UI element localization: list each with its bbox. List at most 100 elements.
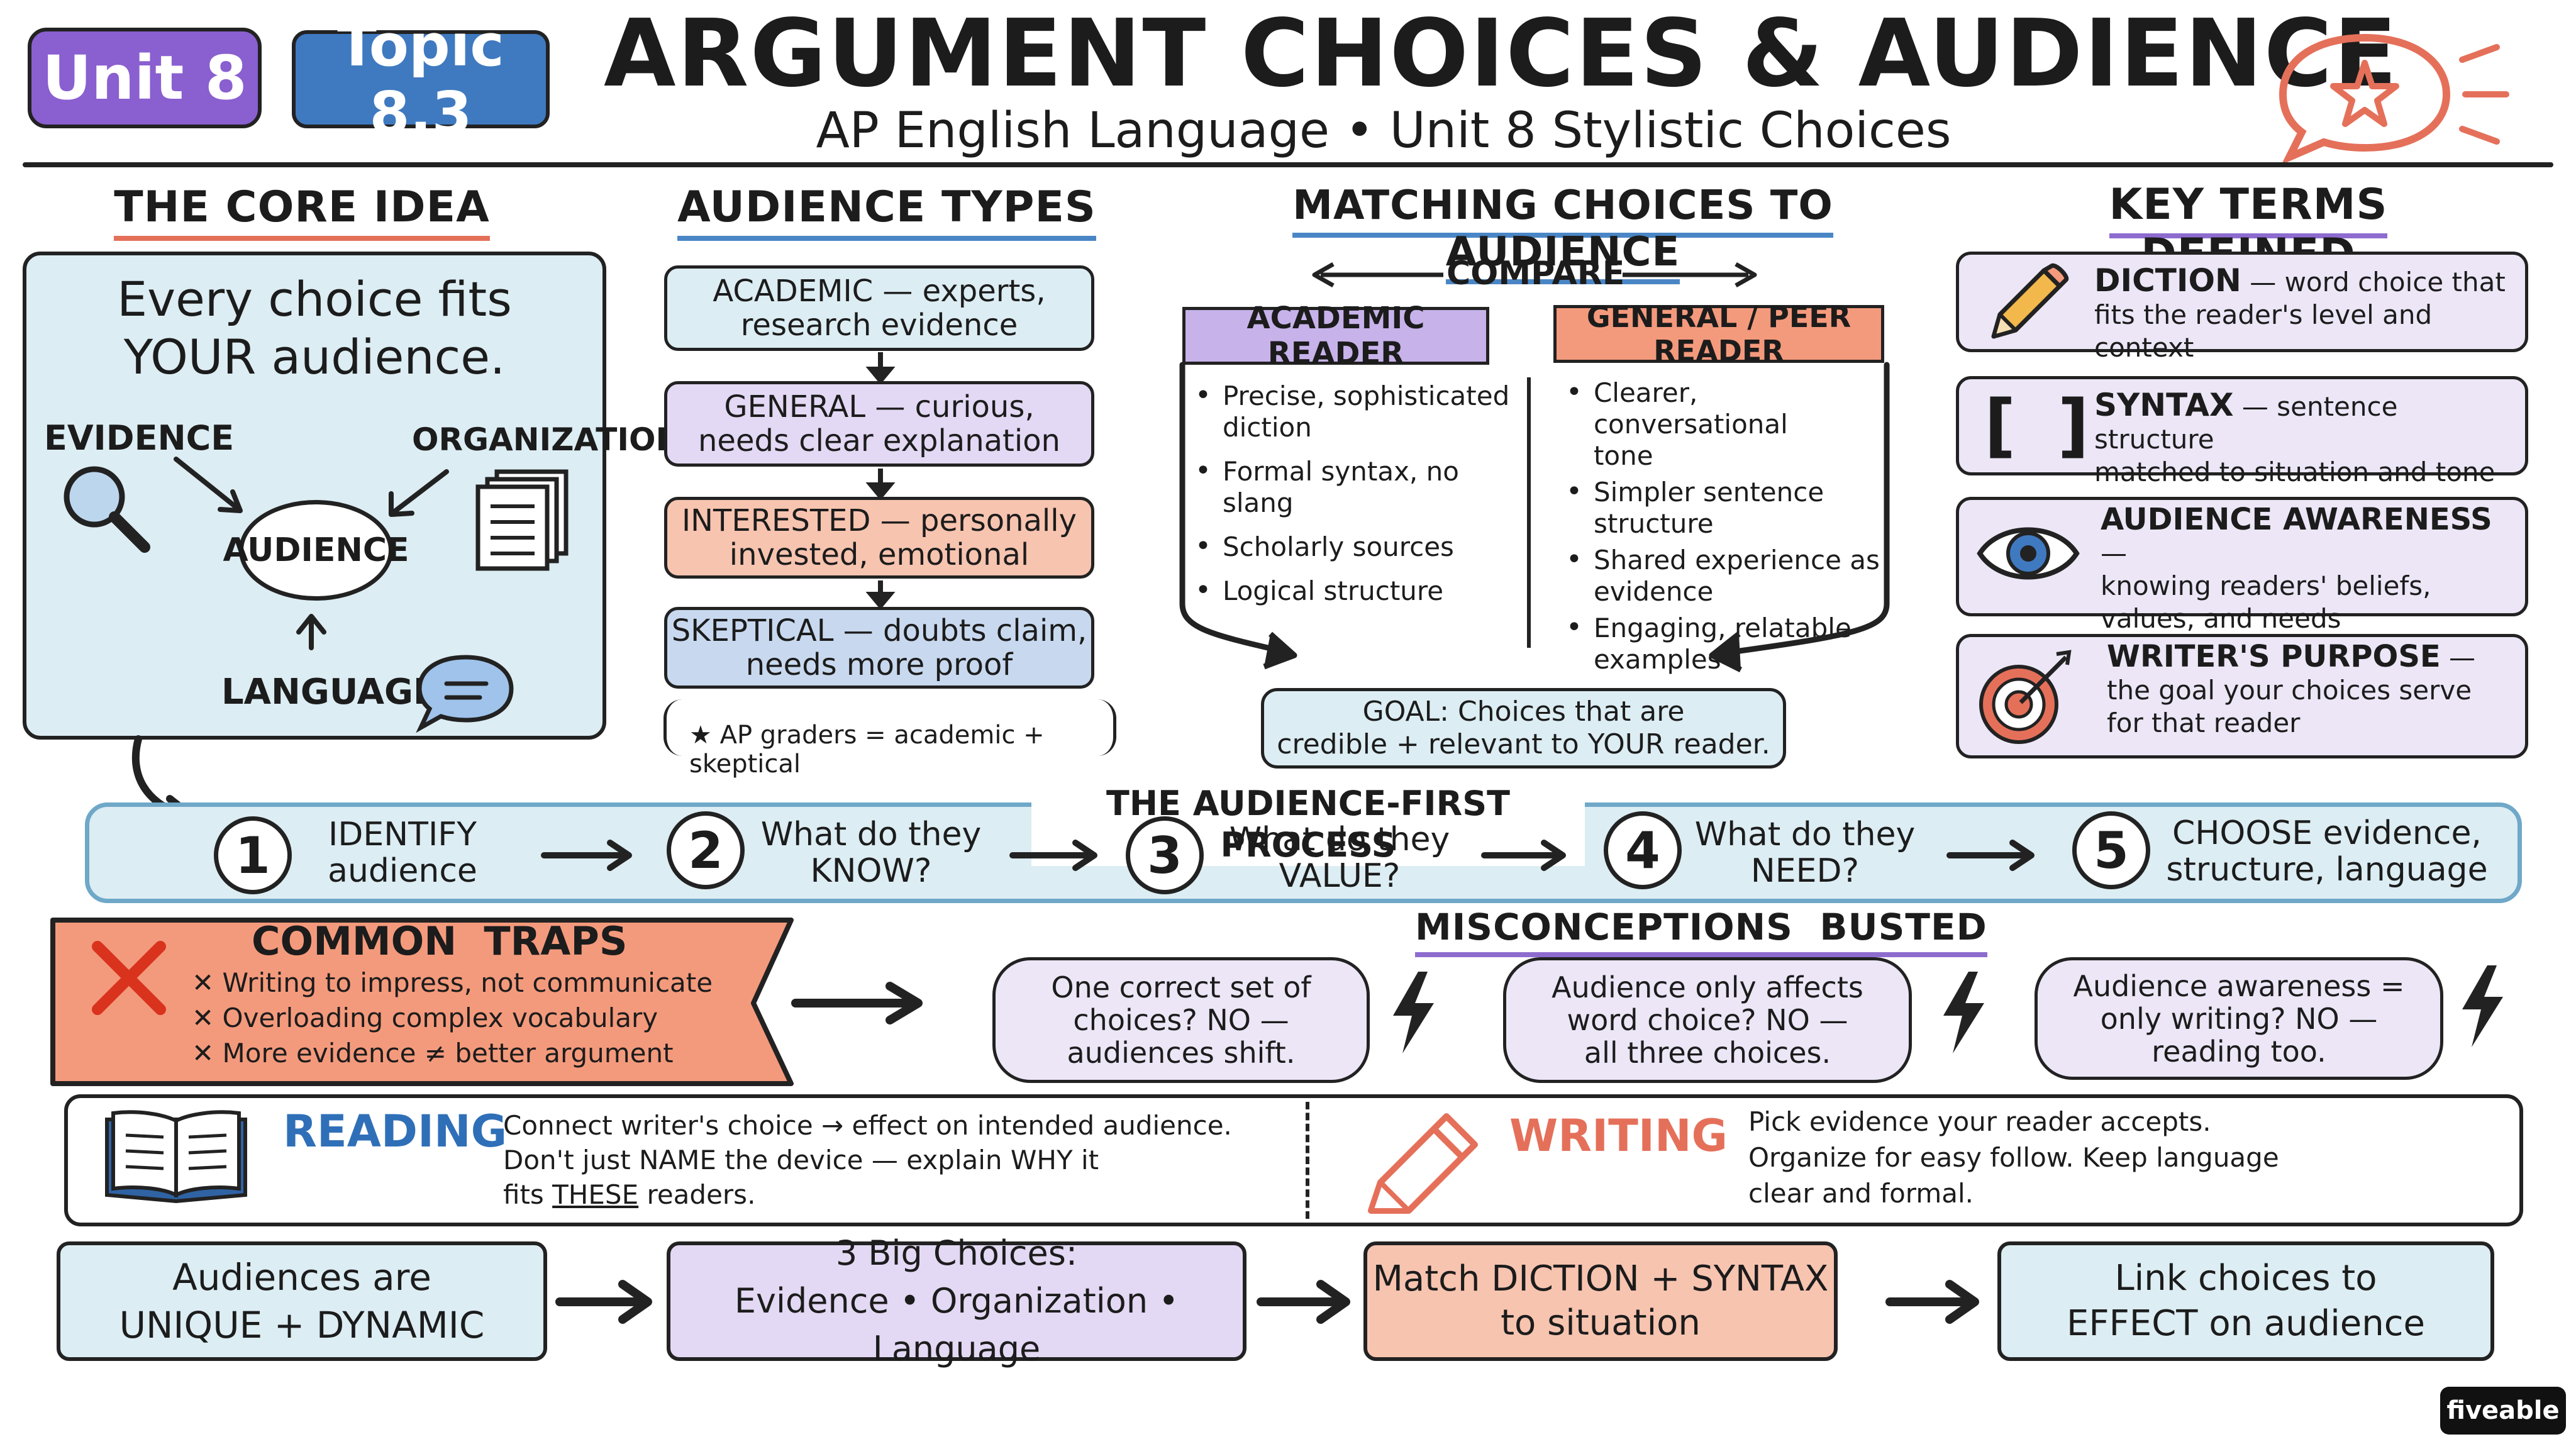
evidence-label: EVIDENCE (44, 418, 235, 458)
organization-label: ORGANIZATION (412, 421, 682, 458)
goal-line1: GOAL: Choices that are (1362, 696, 1685, 728)
unit-badge: Unit 8 (28, 28, 262, 128)
writing-label: WRITING (1509, 1110, 1728, 1162)
trap-item: ✕ Writing to impress, not communicate (192, 967, 713, 998)
compare-divider (1527, 377, 1531, 648)
process-arrows (541, 840, 2035, 871)
traps-heading: COMMON TRAPS (252, 918, 628, 964)
brand-logo-text: fiveable (2446, 1396, 2560, 1425)
reading-label: READING (283, 1106, 508, 1157)
reading-writing-divider (1306, 1102, 1309, 1219)
general-reader-title-text: GENERAL / PEER READER (1586, 300, 1852, 368)
process-step-1-num: 1 (214, 816, 292, 894)
ap-graders-note-text: ★ AP graders = academic + skeptical (689, 721, 1045, 779)
core-idea-arrows (174, 457, 449, 650)
term-audience-awareness-text: AUDIENCE AWARENESS — knowing readers' be… (2101, 502, 2492, 634)
term-syntax (1956, 376, 2528, 475)
target-icon (1979, 650, 2072, 744)
core-idea-statement: Every choice fits YOUR audience. (75, 270, 553, 386)
page-title: ARGUMENT CHOICES & AUDIENCE (604, 0, 2399, 108)
matching-heading: MATCHING CHOICES TO AUDIENCE (1292, 182, 1833, 284)
audience-type-general: GENERAL — curious, needs clear explanati… (664, 381, 1094, 467)
general-line1: GENERAL — curious, (724, 389, 1035, 425)
academic-bullet: •Scholarly sources (1195, 530, 1454, 563)
process-step-5-num: 5 (2072, 811, 2150, 889)
magnifier-icon (64, 466, 150, 553)
ap-graders-note: ★ AP graders = academic + skeptical (663, 699, 1116, 779)
audience-types-heading: AUDIENCE TYPES (677, 182, 1096, 241)
speech-bubble-icon (416, 655, 514, 733)
trap-item: ✕ Overloading complex vocabulary (192, 1002, 658, 1033)
page-subtitle: AP English Language • Unit 8 Stylistic C… (816, 103, 1951, 159)
academic-reader-title: ACADEMIC READER (1182, 301, 1489, 371)
term-syntax-text: SYNTAX — sentence structure matched to s… (2094, 387, 2496, 487)
topic-badge: Topic 8.3 (292, 12, 550, 147)
star-speech-bubble-icon (2279, 33, 2509, 165)
unit-badge-label: Unit 8 (42, 43, 247, 113)
general-reader-title: GENERAL / PEER READER (1553, 300, 1884, 368)
lightning-icon (1943, 972, 1984, 1053)
process-step-2-num: 2 (667, 811, 745, 889)
skeptical-line2: needs more proof (745, 647, 1013, 682)
traps-banner (50, 918, 794, 1086)
x-icon (92, 941, 166, 1015)
audience-type-skeptical: SKEPTICAL — doubts claim, needs more pro… (664, 607, 1094, 689)
goal-line2: credible + relevant to YOUR reader. (1277, 728, 1770, 760)
brand-logo: fiveable (2440, 1387, 2566, 1435)
reading-text: Connect writer's choice → effect on inte… (503, 1110, 1232, 1210)
audience-center: AUDIENCE (223, 500, 409, 601)
misconception-bubble: Audience awareness =only writing? NO —re… (2035, 957, 2443, 1080)
core-idea-line1: Every choice fits (117, 271, 512, 327)
misconceptions-heading: MISCONCEPTIONS BUSTED (1415, 906, 1987, 957)
audience-types-arrows (865, 352, 896, 610)
traps-arrow (791, 982, 923, 1024)
interested-line2: invested, emotional (729, 537, 1030, 572)
eye-icon (1977, 527, 2080, 580)
academic-bullet: •Logical structure (1195, 574, 1444, 607)
compare-label: COMPARE (1446, 255, 1625, 292)
audience-center-label: AUDIENCE (223, 531, 409, 569)
topic-badge-label: Topic 8.3 (337, 12, 504, 147)
book-icon (105, 1110, 247, 1204)
audience-type-interested: INTERESTED — personally invested, emotio… (664, 497, 1094, 579)
academic-bullet: •Formal syntax, no slang (1195, 455, 1459, 519)
academic-line2: research evidence (740, 308, 1018, 343)
brackets-icon: [ ] (1984, 385, 2098, 465)
goal-box: GOAL: Choices that are credible + releva… (1261, 688, 1786, 769)
writing-text: Pick evidence your reader accepts. Organ… (1748, 1106, 2279, 1209)
compare-arrow (1312, 262, 1757, 288)
term-diction-text: DICTION — word choice that fits the read… (2094, 262, 2506, 363)
reading-writing-panel (64, 1094, 2523, 1226)
lightning-icon (1393, 972, 1434, 1053)
summary-card-2: 3 Big Choices:Evidence • Organization • … (667, 1233, 1246, 1368)
pencil-icon (1991, 263, 2069, 339)
header-divider (23, 162, 2553, 167)
language-label: LANGUAGE (221, 672, 438, 713)
process-step-5-label: CHOOSE evidence,structure, language (2166, 814, 2488, 889)
lightning-icon (2462, 965, 2503, 1047)
academic-reader-title-text: ACADEMIC READER (1246, 301, 1425, 371)
process-step-3-num: 3 (1126, 816, 1204, 894)
core-idea-heading: THE CORE IDEA (114, 182, 490, 241)
writing-pencil-icon (1368, 1113, 1478, 1214)
process-step-4-num: 4 (1604, 811, 1682, 889)
core-idea-line2: YOUR audience. (123, 329, 506, 385)
traps-list: ✕ Writing to impress, not communicate ✕ … (192, 965, 758, 1071)
interested-line1: INTERESTED — personally (681, 503, 1077, 538)
skeptical-line1: SKEPTICAL — doubts claim, (671, 613, 1087, 648)
trap-item: ✕ More evidence ≠ better argument (192, 1038, 674, 1069)
